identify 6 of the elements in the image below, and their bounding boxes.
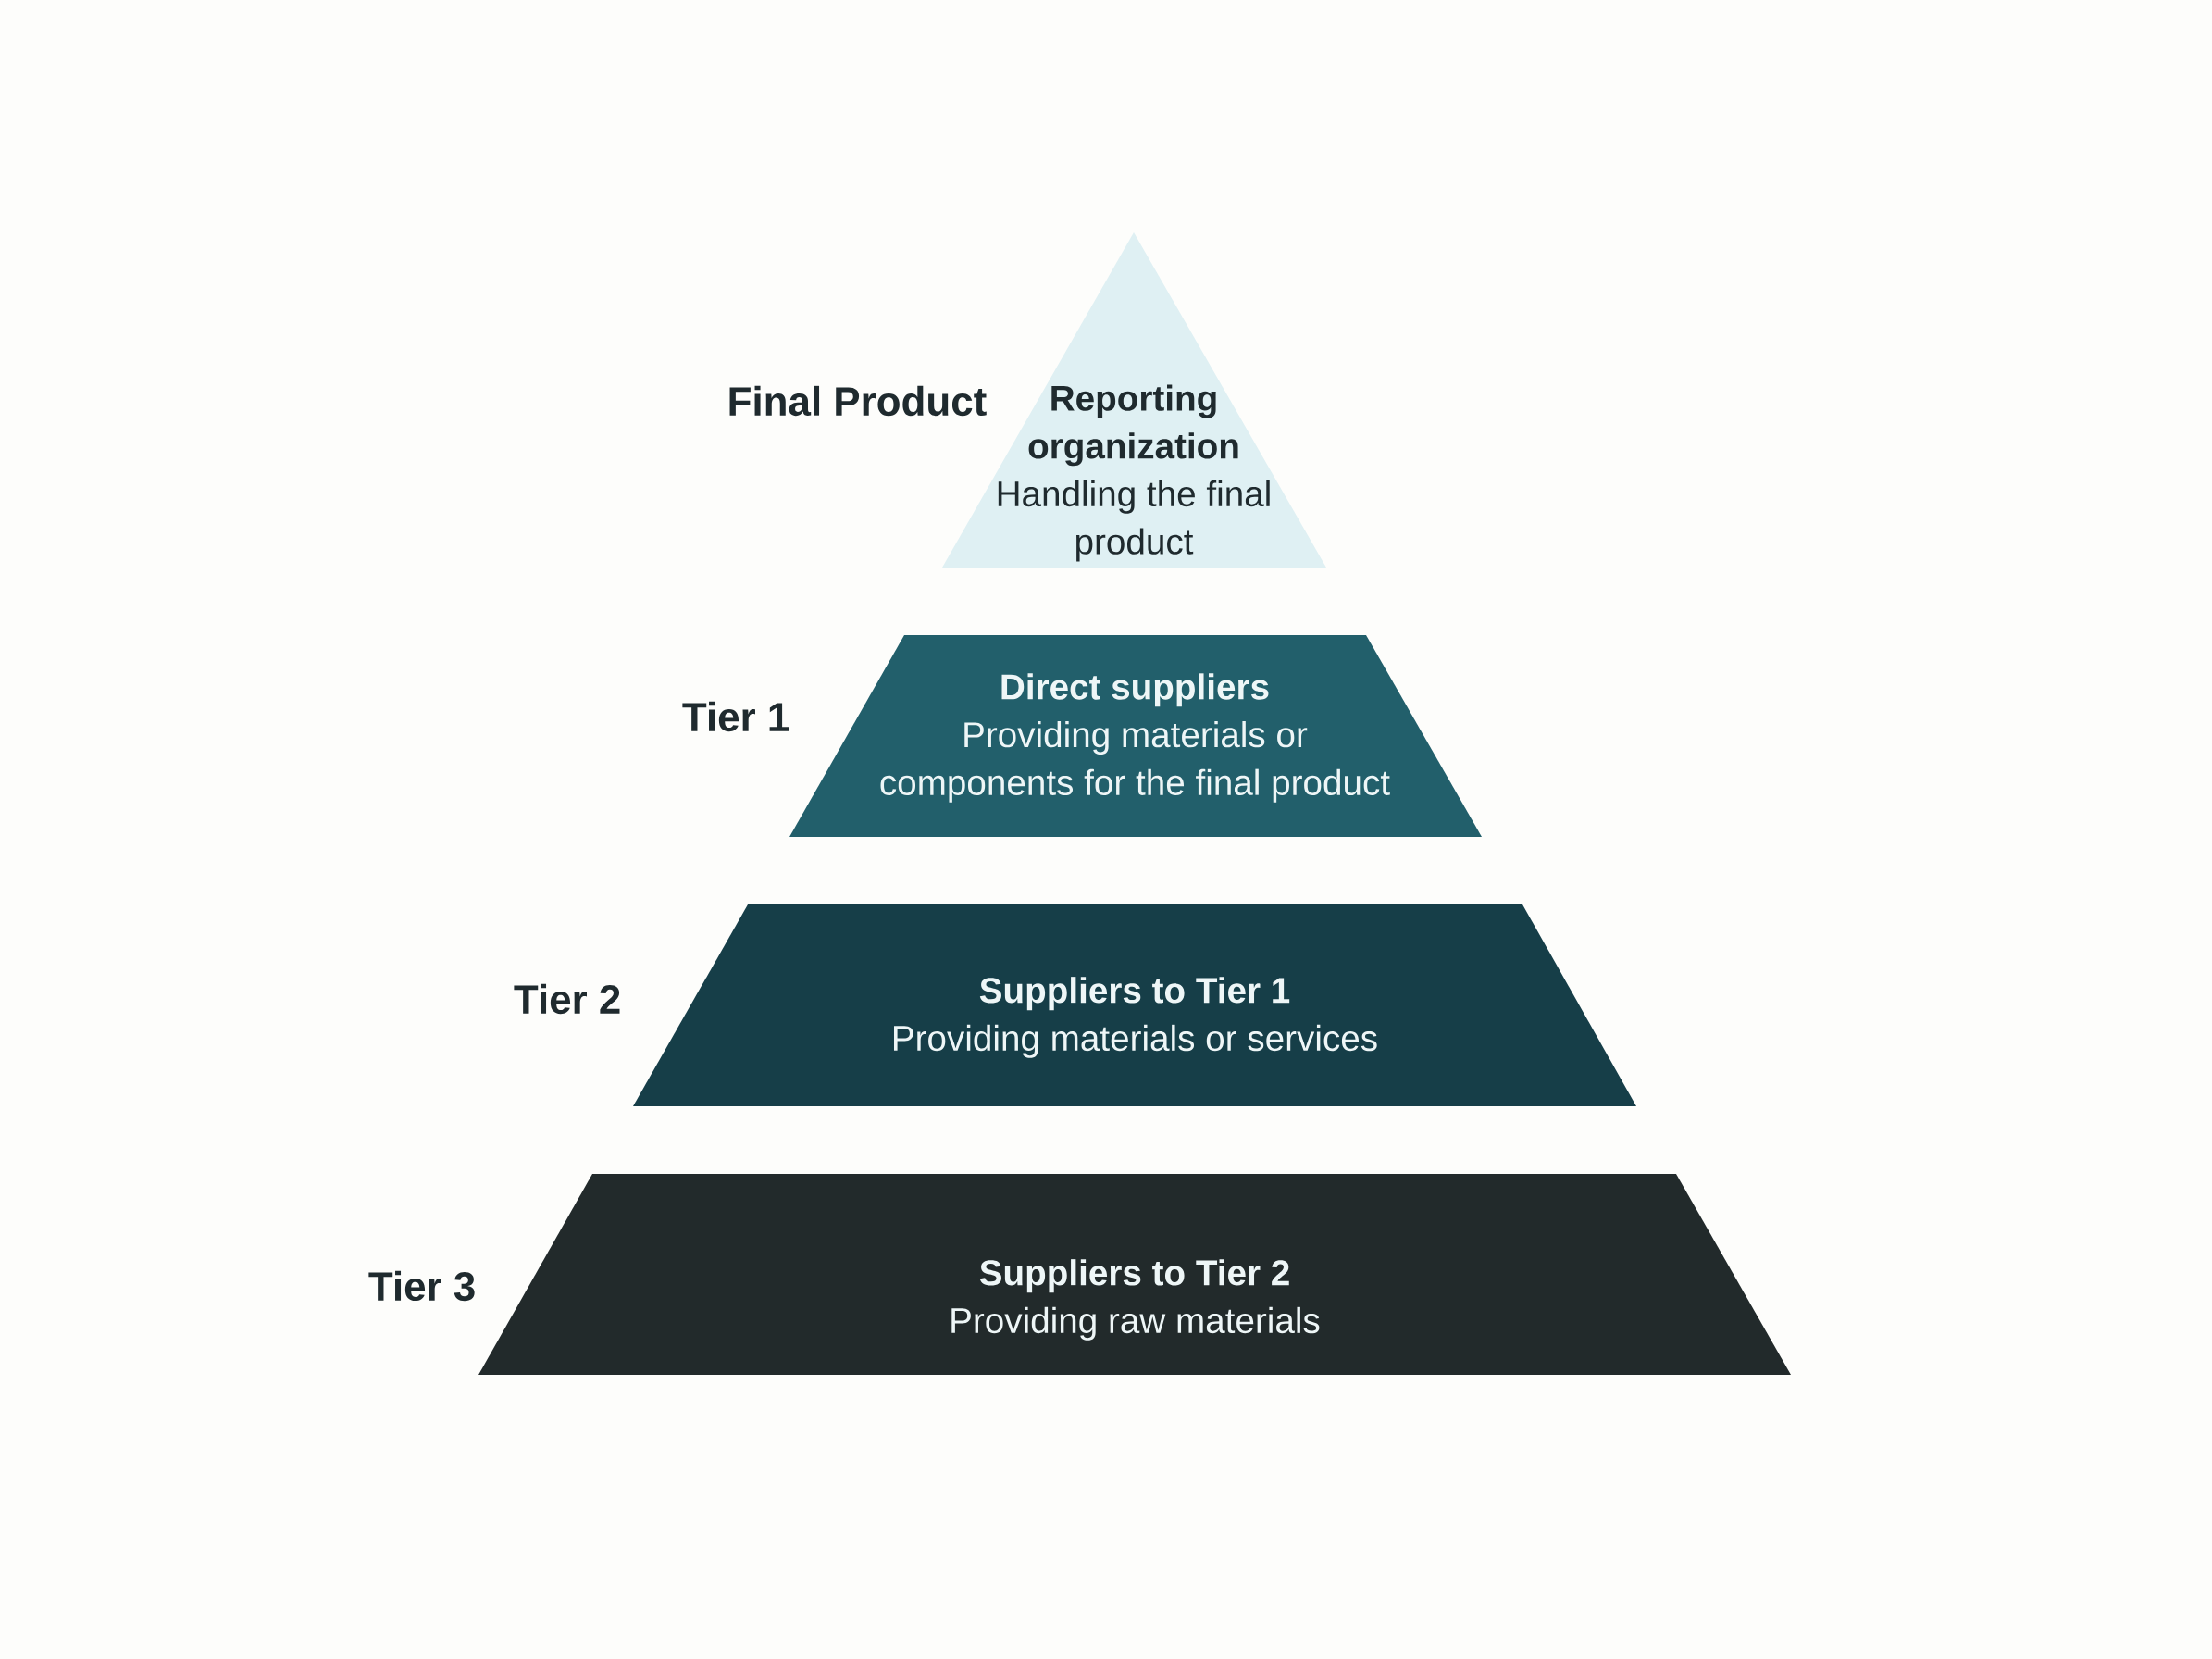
tier-label: Tier 2 xyxy=(514,983,620,1015)
pyramid-tier: Direct suppliers Providing materials or components for the final product xyxy=(789,635,1482,837)
pyramid-tier: Suppliers to Tier 1 Providing materials or services xyxy=(633,904,1636,1106)
tier-label: Tier 1 xyxy=(682,701,789,732)
tier-label: Tier 3 xyxy=(368,1270,475,1302)
pyramid-tier: Suppliers to Tier 2 Providing raw materials xyxy=(478,1174,1791,1375)
